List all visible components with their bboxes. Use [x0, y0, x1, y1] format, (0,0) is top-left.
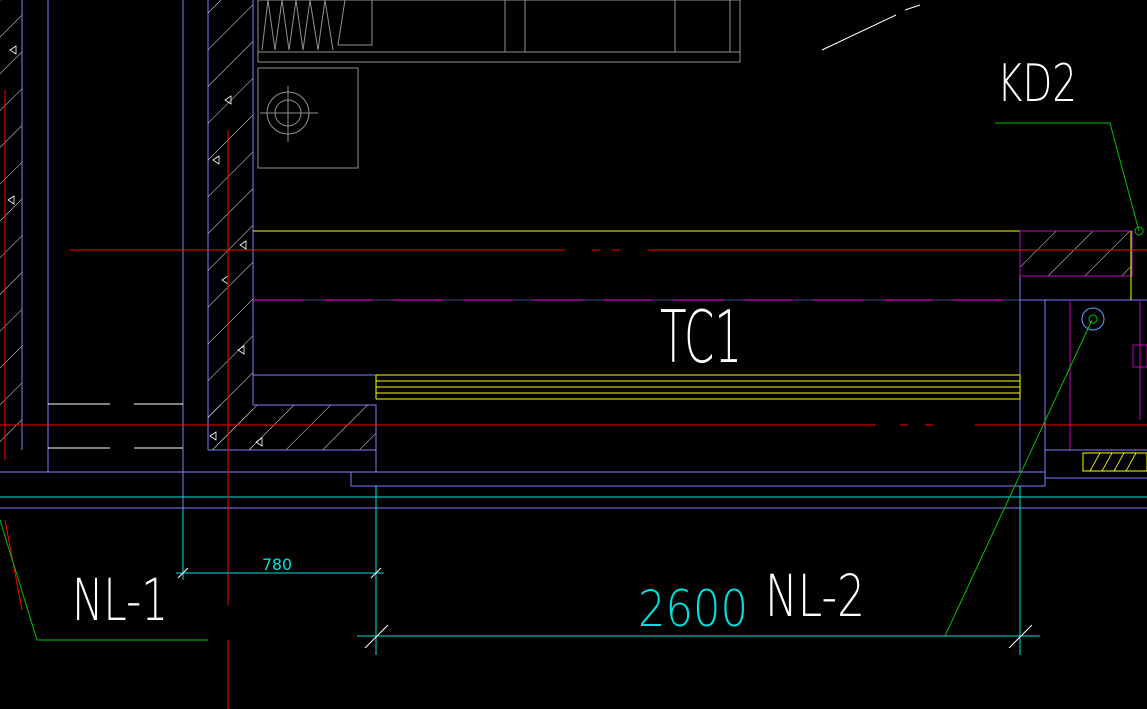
drain-fixture — [257, 67, 359, 169]
dimension-lines — [176, 486, 1040, 655]
axis-lines — [0, 90, 1147, 709]
right-structure — [1019, 226, 1147, 486]
dimension-text-780: 780 — [262, 555, 292, 574]
misc-lines — [821, 4, 921, 51]
walls — [0, 0, 1147, 570]
room-outline — [252, 230, 1021, 472]
label-nl2: NL-2 — [765, 562, 865, 630]
label-nl1: NL-1 — [72, 566, 168, 634]
top-fixture — [257, 0, 741, 63]
label-kd2: KD2 — [997, 54, 1077, 114]
label-tc1: TC1 — [660, 295, 742, 379]
dimension-text-2600: 2600 — [638, 580, 748, 638]
